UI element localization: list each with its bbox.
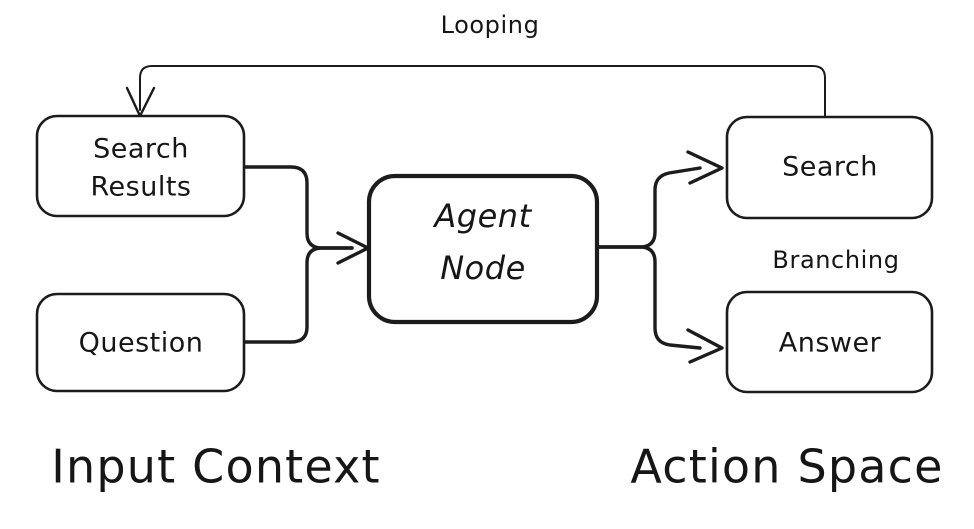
search-arrow-head-icon <box>686 150 724 185</box>
search-results-label-line2: Results <box>91 172 192 203</box>
search-box-shape[interactable] <box>725 115 934 220</box>
node-answer[interactable]: Answer <box>725 290 934 394</box>
edge-looping <box>125 65 826 118</box>
node-question[interactable]: Question <box>35 292 246 393</box>
answer-box-shape[interactable] <box>725 290 934 394</box>
question-box-shape[interactable] <box>35 292 246 393</box>
node-agent[interactable]: Agent Node <box>366 173 600 325</box>
agent-node-label-line2: Node <box>440 249 526 287</box>
search-label: Search <box>782 152 878 183</box>
section-label-input-context: Input Context <box>51 440 381 494</box>
edge-agent-to-actions <box>597 150 724 364</box>
agent-node-box-shape[interactable] <box>366 173 600 325</box>
search-results-to-agent-path <box>243 165 354 250</box>
answer-arrow-head-icon <box>686 328 724 364</box>
node-search[interactable]: Search <box>725 115 934 220</box>
looping-edge-label: Looping <box>441 11 540 39</box>
agent-node-label-line1: Agent <box>432 197 532 235</box>
search-results-box-shape[interactable] <box>35 114 246 218</box>
answer-label: Answer <box>779 328 882 359</box>
agent-to-search-path <box>597 166 702 249</box>
branching-edge-label: Branching <box>772 246 899 274</box>
question-to-agent-path <box>243 246 354 344</box>
section-label-action-space: Action Space <box>630 440 943 494</box>
node-search-results[interactable]: Search Results <box>35 114 246 218</box>
agent-to-answer-path <box>597 245 702 350</box>
edge-inputs-to-agent <box>243 165 370 344</box>
search-results-label-line1: Search <box>93 134 189 165</box>
question-label: Question <box>79 328 204 359</box>
looping-edge-path <box>139 65 826 118</box>
